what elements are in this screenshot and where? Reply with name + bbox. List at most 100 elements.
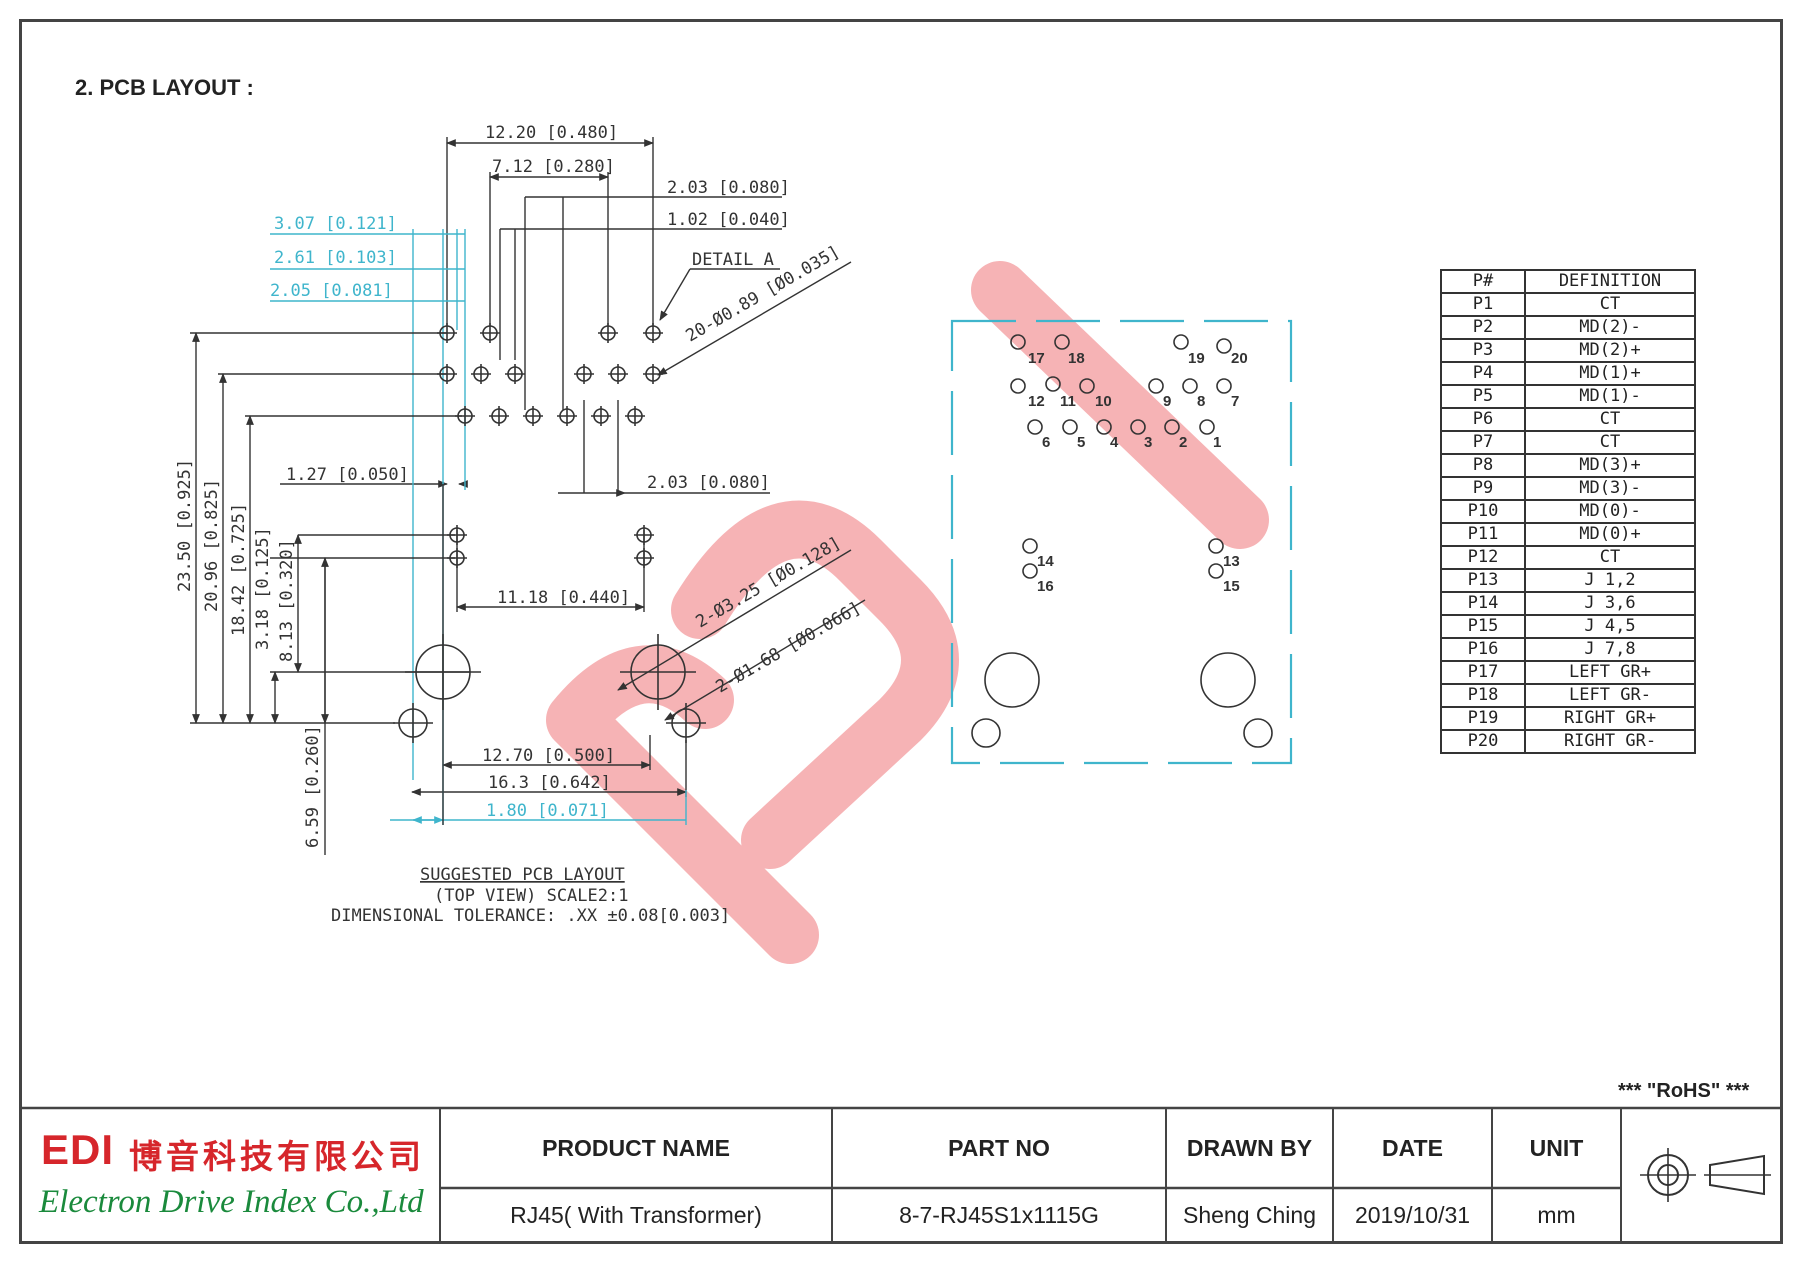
unit-label: UNIT bbox=[1491, 1108, 1620, 1188]
pin-definition: RIGHT GR+ bbox=[1524, 706, 1696, 731]
pin-number: P16 bbox=[1440, 637, 1526, 662]
logo-mark: EDI bbox=[41, 1126, 115, 1173]
pin-label: 6 bbox=[1042, 434, 1050, 451]
table-header: P# bbox=[1440, 269, 1526, 294]
pin-label: 16 bbox=[1037, 578, 1054, 595]
unit-value: mm bbox=[1491, 1188, 1620, 1242]
pin-number: P17 bbox=[1440, 660, 1526, 685]
dim-label: 23.50 [0.925] bbox=[175, 459, 195, 592]
pin-definition: MD(0)+ bbox=[1524, 522, 1696, 547]
pin-definition: CT bbox=[1524, 292, 1696, 317]
pin-definition: MD(3)+ bbox=[1524, 453, 1696, 478]
dim-label: 2.05 [0.081] bbox=[270, 281, 393, 301]
pin-number: P2 bbox=[1440, 315, 1526, 340]
connector-front-view: 17 18 19 20 12 11 10 9 8 7 6 5 4 3 2 1 1… bbox=[950, 319, 1293, 765]
company-logo: EDI 博音科技有限公司 Electron Drive Index Co.,Lt… bbox=[19, 1106, 439, 1244]
dim-label: 1.80 [0.071] bbox=[486, 801, 609, 821]
pin-definition: J 3,6 bbox=[1524, 591, 1696, 616]
pin-number: P9 bbox=[1440, 476, 1526, 501]
pin-definition: LEFT GR+ bbox=[1524, 660, 1696, 685]
pin-number: P5 bbox=[1440, 384, 1526, 409]
leader-lines bbox=[617, 261, 866, 721]
pin-number: P3 bbox=[1440, 338, 1526, 363]
pin-number: P7 bbox=[1440, 430, 1526, 455]
pin-definition: J 7,8 bbox=[1524, 637, 1696, 662]
caption-line: SUGGESTED PCB LAYOUT bbox=[420, 865, 625, 885]
pin-definition: MD(2)- bbox=[1524, 315, 1696, 340]
dim-label: 18.42 [0.725] bbox=[229, 503, 249, 636]
pcb-holes bbox=[393, 323, 706, 743]
pin-label: 3 bbox=[1144, 434, 1152, 451]
drawn-by-value: Sheng Ching bbox=[1165, 1188, 1332, 1242]
caption-line: DIMENSIONAL TOLERANCE: .XX ±0.08[0.003] bbox=[331, 906, 730, 926]
pin-hole-row-top bbox=[437, 323, 663, 343]
pin-number: P18 bbox=[1440, 683, 1526, 708]
pin-label: 2 bbox=[1179, 434, 1187, 451]
pin-definition: MD(1)+ bbox=[1524, 361, 1696, 386]
section-title: 2. PCB LAYOUT : bbox=[75, 75, 254, 100]
dim-label: 7.12 [0.280] bbox=[492, 157, 615, 177]
pin-number: P19 bbox=[1440, 706, 1526, 731]
horizontal-dimensions bbox=[280, 137, 782, 797]
date-value: 2019/10/31 bbox=[1332, 1188, 1491, 1242]
dim-label: 20.96 [0.825] bbox=[202, 479, 222, 612]
dim-label: 12.70 [0.500] bbox=[482, 746, 615, 766]
dim-label: 2.03 [0.080] bbox=[647, 473, 770, 493]
pin-definition: CT bbox=[1524, 545, 1696, 570]
dim-label: DETAIL A bbox=[692, 250, 774, 270]
pin-number: P15 bbox=[1440, 614, 1526, 639]
dim-label: 16.3 [0.642] bbox=[488, 773, 611, 793]
logo-english-name: Electron Drive Index Co.,Ltd bbox=[39, 1184, 424, 1220]
pin-label: 10 bbox=[1095, 393, 1112, 410]
part-no-label: PART NO bbox=[831, 1108, 1165, 1188]
drawing-frame bbox=[19, 19, 1783, 1244]
pin-number: P1 bbox=[1440, 292, 1526, 317]
pin-label: 20 bbox=[1231, 350, 1248, 367]
dim-label: 3.18 [0.125] bbox=[253, 527, 273, 650]
table-header: DEFINITION bbox=[1524, 269, 1696, 294]
pin-label: 1 bbox=[1213, 434, 1221, 451]
pin-definition: LEFT GR- bbox=[1524, 683, 1696, 708]
product-name-value: RJ45( With Transformer) bbox=[439, 1188, 831, 1242]
dim-label: 3.07 [0.121] bbox=[274, 214, 397, 234]
cyan-dimension-labels: 3.07 [0.121] 2.61 [0.103] 2.05 [0.081] 1… bbox=[270, 214, 609, 821]
pin-definition: MD(0)- bbox=[1524, 499, 1696, 524]
pin-label: 9 bbox=[1163, 393, 1171, 410]
caption-line: (TOP VIEW) SCALE2:1 bbox=[434, 886, 628, 906]
pin-definition: CT bbox=[1524, 407, 1696, 432]
dim-label: 1.27 [0.050] bbox=[286, 465, 409, 485]
product-name-label: PRODUCT NAME bbox=[439, 1108, 831, 1188]
pin-definition: CT bbox=[1524, 430, 1696, 455]
mounting-hole-large bbox=[405, 634, 696, 710]
pin-definition: MD(3)- bbox=[1524, 476, 1696, 501]
pin-number: P6 bbox=[1440, 407, 1526, 432]
pin-label: 14 bbox=[1037, 553, 1054, 570]
mounting-hole-small bbox=[393, 703, 706, 743]
pin-label: 19 bbox=[1188, 350, 1205, 367]
pin-label: 12 bbox=[1028, 393, 1045, 410]
pin-label: 13 bbox=[1223, 553, 1240, 570]
layout-caption: SUGGESTED PCB LAYOUT (TOP VIEW) SCALE2:1… bbox=[331, 865, 730, 926]
dim-label: 11.18 [0.440] bbox=[497, 588, 630, 608]
pin-number: P8 bbox=[1440, 453, 1526, 478]
dim-label: 12.20 [0.480] bbox=[485, 123, 618, 143]
dim-label: 6.59 [0.260] bbox=[303, 725, 323, 848]
logo-chinese-name: 博音科技有限公司 bbox=[129, 1137, 425, 1176]
pin-label: 7 bbox=[1231, 393, 1239, 410]
pin-label: 18 bbox=[1068, 350, 1085, 367]
